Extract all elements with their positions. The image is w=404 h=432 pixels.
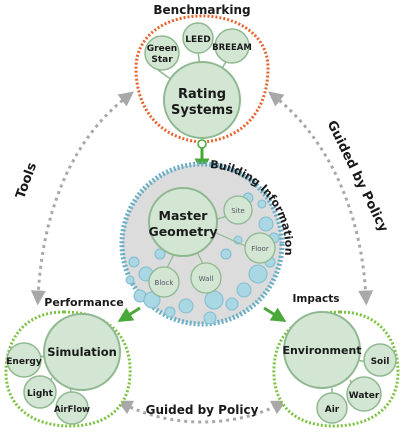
policy-right-label: Guided by Policy xyxy=(324,118,391,235)
master-geometry-line2: Geometry xyxy=(148,224,217,239)
tools-connector xyxy=(30,91,134,306)
green-star-line2: Star xyxy=(151,55,173,65)
impacts-title: Impacts xyxy=(293,293,340,305)
bim-cluster: Master Geometry Site Floor Wall Block xyxy=(119,161,285,327)
master-geometry-node xyxy=(148,187,218,257)
top-link-dot xyxy=(197,139,207,149)
soil-label: Soil xyxy=(371,357,390,367)
policy-right-connector xyxy=(268,91,374,306)
simulation-node xyxy=(43,313,121,391)
airflow-node xyxy=(55,391,89,425)
light-label: Light xyxy=(27,389,54,399)
center-to-performance-arrow xyxy=(117,306,141,322)
simulation-label: Simulation xyxy=(47,345,117,359)
block-label: Block xyxy=(155,279,175,287)
energy-label: Energy xyxy=(6,357,42,367)
energy-node xyxy=(6,342,42,378)
performance-title: Performance xyxy=(44,296,123,309)
green-star-line1: Green xyxy=(147,44,177,54)
block-node xyxy=(148,266,180,298)
light-node xyxy=(23,375,57,409)
floor-label: Floor xyxy=(251,245,269,253)
site-label: Site xyxy=(231,207,244,215)
water-label: Water xyxy=(349,391,380,401)
tools-label: Tools xyxy=(13,161,40,201)
soil-node xyxy=(363,343,397,377)
breeam-node xyxy=(214,28,250,64)
site-node xyxy=(223,195,253,225)
wall-label: Wall xyxy=(199,275,214,283)
performance-cluster: Performance Simulation Energy Light AirF… xyxy=(4,296,132,428)
leed-label: LEED xyxy=(185,35,211,45)
benchmarking-title: Benchmarking xyxy=(153,3,250,17)
air-label: Air xyxy=(325,405,340,415)
rating-systems-line1: Rating xyxy=(178,87,226,102)
floor-node xyxy=(244,232,276,264)
breeam-label: BREEAM xyxy=(212,43,252,53)
air-node xyxy=(316,392,348,424)
airflow-label: AirFlow xyxy=(54,405,90,415)
impacts-cluster: Impacts Environment Soil Water Air xyxy=(272,293,400,428)
wall-node xyxy=(190,262,222,294)
rating-systems-node xyxy=(163,61,241,139)
environment-node xyxy=(283,311,361,389)
benchmarking-cluster: Benchmarking Green Star LEED BREEAM Rati… xyxy=(134,3,270,144)
rating-systems-line2: Systems xyxy=(171,103,233,118)
water-node xyxy=(346,376,382,412)
environment-label: Environment xyxy=(282,344,361,357)
policy-bottom-label: Guided by Policy xyxy=(146,403,259,417)
center-to-impacts-arrow xyxy=(263,306,287,322)
leed-node xyxy=(182,22,214,54)
master-geometry-line1: Master xyxy=(159,208,209,223)
green-star-node xyxy=(144,35,180,71)
